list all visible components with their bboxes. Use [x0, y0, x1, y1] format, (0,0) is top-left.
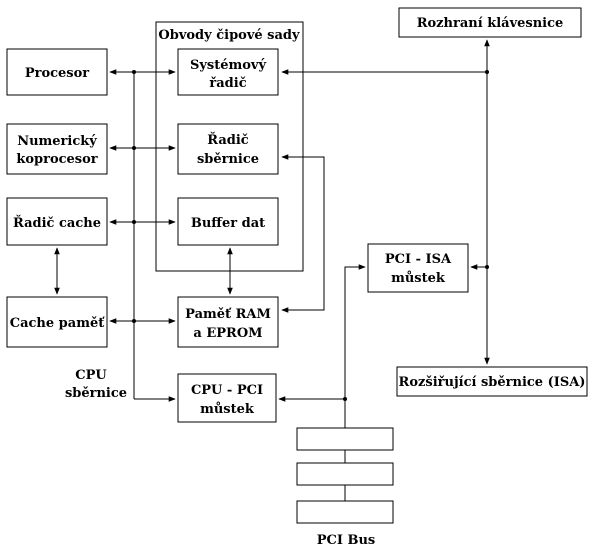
sbernice-ram-link	[281, 154, 325, 313]
ram-eprom-label-1: Paměť RAM	[185, 307, 271, 322]
koprocesor-block: Numerický koprocesor	[6, 123, 108, 175]
ram-eprom-label-2: a EPROM	[193, 326, 262, 341]
junction-dot	[132, 220, 136, 224]
klavesnice-block: Rozhraní klávesnice	[398, 7, 582, 38]
isa-label: Rozšiřující sběrnice (ISA)	[399, 375, 586, 390]
junction-dot	[343, 397, 347, 401]
ram-eprom-block: Paměť RAM a EPROM	[177, 296, 279, 348]
radic-cache-label: Řadič cache	[13, 215, 101, 231]
pci-isa-label-1: PCI - ISA	[385, 252, 452, 267]
buffer-dat-label: Buffer dat	[191, 216, 265, 231]
radic-cache-block: Řadič cache	[6, 197, 108, 246]
cpu-pci-block: CPU - PCI můstek	[177, 373, 277, 423]
cpu-bus-label-1: CPU	[75, 368, 107, 383]
cpu-pci-label-1: CPU - PCI	[191, 383, 263, 398]
junction-dot	[132, 319, 136, 323]
systemovy-radic-label-2: řadič	[209, 76, 246, 91]
cache-pamet-block: Cache paměť	[6, 296, 108, 348]
procesor-label: Procesor	[25, 66, 89, 81]
cpu-bus-label-2: sběrnice	[65, 386, 127, 401]
radic-sbernice-label-1: Řadič	[207, 132, 249, 148]
pci-slot	[296, 462, 394, 486]
koprocesor-label-2: koprocesor	[16, 152, 97, 167]
junction-dot	[132, 70, 136, 74]
radic-sbernice-label-2: sběrnice	[197, 152, 259, 167]
isa-block: Rozšiřující sběrnice (ISA)	[396, 366, 588, 397]
pci-isa-label-2: můstek	[391, 271, 446, 286]
chipset-title: Obvody čipové sady	[158, 28, 300, 43]
pci-bus-to-bridge	[344, 264, 366, 428]
buffer-dat-block: Buffer dat	[177, 197, 279, 246]
systemovy-radic-block: Systémový řadič	[177, 48, 279, 96]
junction-dot	[132, 146, 136, 150]
klavesnice-label: Rozhraní klávesnice	[417, 16, 564, 31]
pci-isa-block: PCI - ISA můstek	[367, 243, 469, 293]
cpu-pci-label-2: můstek	[200, 402, 255, 417]
procesor-block: Procesor	[6, 48, 108, 96]
radic-sbernice-block: Řadič sběrnice	[177, 123, 279, 175]
systemovy-radic-label-1: Systémový	[190, 58, 267, 73]
junction-dot	[485, 70, 489, 74]
cache-pamet-label: Cache paměť	[10, 316, 105, 331]
pci-slot	[296, 427, 394, 451]
pci-bus-label: PCI Bus	[317, 533, 376, 548]
koprocesor-label-1: Numerický	[17, 134, 97, 149]
pci-slot	[296, 500, 394, 524]
